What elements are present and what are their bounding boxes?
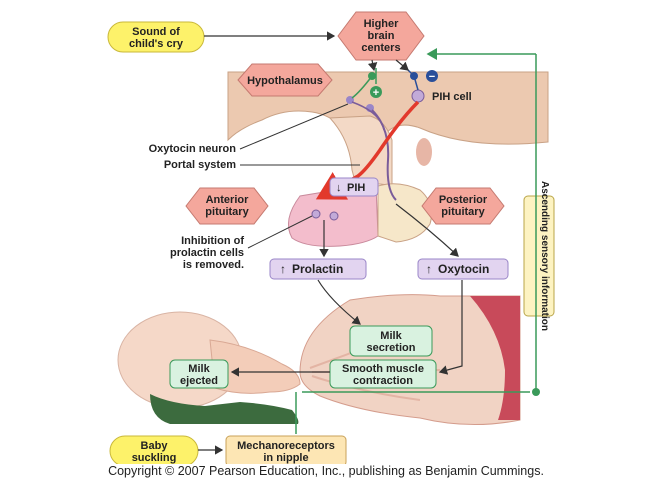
prolactin-up-arrow: ↑	[280, 262, 286, 276]
anterior-line2: pituitary	[205, 206, 249, 218]
portal-system-label: Portal system	[164, 159, 236, 171]
oxytocin-neuron-label: Oxytocin neuron	[149, 143, 237, 155]
posterior-line1: Posterior	[439, 194, 488, 206]
oxytocin-label: Oxytocin	[438, 262, 489, 276]
posterior-pituitary-gland	[378, 184, 432, 242]
smooth-muscle-line1: Smooth muscle	[342, 363, 424, 375]
ascending-sensory-label: Ascending sensory information	[539, 181, 550, 331]
posterior-line2: pituitary	[441, 206, 485, 218]
baby-suckling-line1: Baby	[141, 440, 169, 452]
third-ventricle	[416, 138, 432, 166]
higher-brain-line1: Higher	[364, 18, 400, 30]
anterior-line1: Anterior	[206, 194, 250, 206]
prolactin-cell-2	[330, 212, 338, 220]
higher-brain-line2: brain	[368, 30, 395, 42]
baby-suckling-line2: suckling	[132, 452, 177, 464]
copyright-text: Copyright © 2007 Pearson Education, Inc.…	[0, 464, 652, 478]
milk-ejected-line1: Milk	[188, 363, 210, 375]
prolactin-label: Prolactin	[292, 262, 343, 276]
prolactin-cell-1	[312, 210, 320, 218]
inhibition-line3: is removed.	[183, 259, 244, 271]
pih-down-arrow: ↓	[336, 182, 342, 194]
mechanoreceptors-line1: Mechanoreceptors	[237, 440, 335, 452]
smooth-muscle-line2: contraction	[353, 375, 413, 387]
sound-cry-line1: Sound of	[132, 26, 180, 38]
milk-ejected-line2: ejected	[180, 375, 218, 387]
higher-brain-line3: centers	[361, 42, 400, 54]
plus-symbol: +	[373, 87, 379, 99]
milk-secretion-line1: Milk	[380, 330, 402, 342]
minus-symbol: −	[429, 71, 435, 83]
inhibition-line2: prolactin cells	[170, 247, 244, 259]
mechanoreceptors-line2: in nipple	[263, 452, 308, 464]
sound-cry-line2: child's cry	[129, 38, 184, 50]
oxytocin-up-arrow: ↑	[426, 262, 432, 276]
hypothalamus-label: Hypothalamus	[247, 75, 323, 87]
pih-label: PIH	[347, 182, 365, 194]
inhibition-line1: Inhibition of	[181, 235, 244, 247]
milk-secretion-line2: secretion	[367, 342, 416, 354]
pih-cell-body	[412, 90, 424, 102]
pih-cell-label: PIH cell	[432, 91, 472, 103]
diagram-canvas: Sound of child's cry Baby suckling Highe…	[0, 0, 652, 464]
sensory-node	[532, 388, 540, 396]
